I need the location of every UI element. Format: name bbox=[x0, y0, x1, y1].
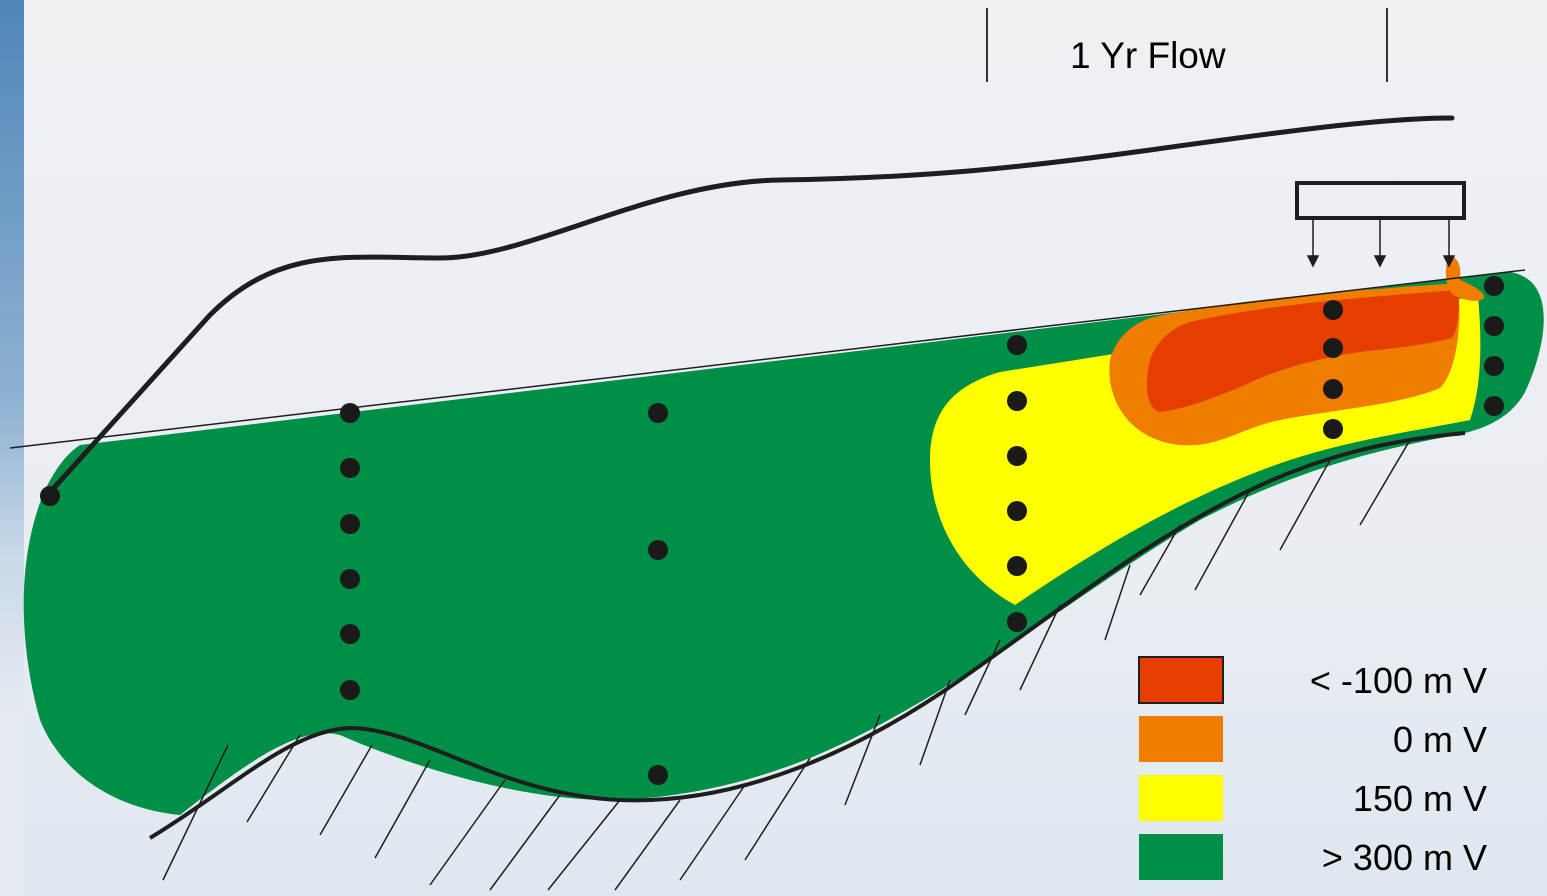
hatch-mark bbox=[1194, 489, 1251, 591]
well-point bbox=[1323, 300, 1343, 320]
legend-label: < -100 m V bbox=[1310, 660, 1487, 701]
legend-label: > 300 m V bbox=[1322, 837, 1487, 878]
well-point bbox=[1323, 338, 1343, 358]
hatch-mark bbox=[547, 799, 621, 891]
hatch-mark bbox=[964, 639, 1001, 716]
well-point bbox=[648, 765, 668, 785]
hatch-mark bbox=[1104, 564, 1131, 641]
hatch-mark bbox=[1019, 604, 1061, 691]
hatch-mark bbox=[1359, 439, 1411, 526]
well-point bbox=[1484, 396, 1504, 416]
hatch-mark bbox=[614, 799, 681, 891]
well-point bbox=[1484, 356, 1504, 376]
zone-orange-drip bbox=[1445, 257, 1485, 301]
hatch-mark bbox=[374, 759, 431, 859]
hatch-mark bbox=[844, 714, 881, 806]
well-point bbox=[1484, 316, 1504, 336]
monitoring-points bbox=[40, 276, 1504, 785]
hatch-mark bbox=[429, 779, 506, 886]
legend: < -100 m V 0 m V 150 m V > 300 m V bbox=[1138, 656, 1487, 880]
legend-swatch bbox=[1139, 775, 1223, 821]
well-point bbox=[40, 486, 60, 506]
hatch-mark bbox=[1279, 459, 1331, 551]
hatch-mark bbox=[489, 794, 561, 891]
well-point bbox=[1007, 446, 1027, 466]
hatch-mark bbox=[1139, 524, 1181, 596]
hatch-mark bbox=[679, 784, 746, 881]
well-point bbox=[1007, 612, 1027, 632]
zone-red bbox=[1146, 290, 1459, 412]
legend-label: 0 m V bbox=[1393, 719, 1487, 760]
legend-label: 150 m V bbox=[1353, 778, 1487, 819]
well-point bbox=[1323, 379, 1343, 399]
hatch-mark bbox=[919, 679, 951, 766]
well-point bbox=[1007, 391, 1027, 411]
infiltration-arrows bbox=[1306, 218, 1456, 268]
well-point bbox=[648, 540, 668, 560]
well-point bbox=[340, 514, 360, 534]
source-box bbox=[1295, 181, 1466, 220]
water-table-line bbox=[9, 269, 1526, 449]
bedrock-hatching bbox=[162, 439, 1411, 891]
hatch-mark bbox=[744, 757, 811, 861]
well-point bbox=[1484, 276, 1504, 296]
hatch-mark bbox=[246, 734, 301, 823]
legend-swatch bbox=[1139, 716, 1223, 762]
well-point bbox=[340, 624, 360, 644]
well-point bbox=[340, 403, 360, 423]
well-point bbox=[340, 680, 360, 700]
ground-surface-line bbox=[49, 115, 1455, 493]
legend-swatch bbox=[1138, 656, 1224, 704]
well-point bbox=[340, 569, 360, 589]
legend-swatch bbox=[1139, 834, 1223, 880]
well-point bbox=[648, 403, 668, 423]
well-point bbox=[1007, 335, 1027, 355]
flow-title: 1 Yr Flow bbox=[1070, 35, 1226, 76]
well-point bbox=[1007, 501, 1027, 521]
hatch-mark bbox=[319, 744, 373, 836]
well-point bbox=[1323, 419, 1343, 439]
hatch-mark bbox=[162, 744, 229, 881]
well-point bbox=[340, 458, 360, 478]
well-point bbox=[1007, 556, 1027, 576]
